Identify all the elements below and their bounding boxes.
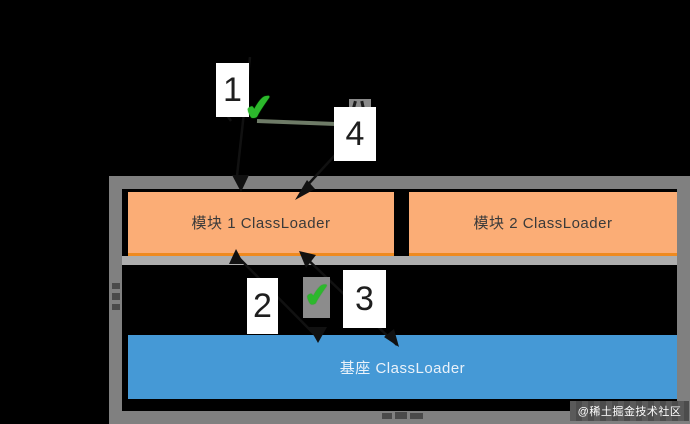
arrow-step3-head-down-icon — [384, 329, 399, 347]
olive-connector-line — [256, 119, 337, 126]
bottom-border-smudge — [410, 413, 423, 419]
left-border-smudge — [112, 283, 120, 289]
check-backdrop — [303, 277, 330, 318]
arrow-step3-head-up-icon — [299, 251, 316, 268]
arrow-step2-head-up-icon — [229, 249, 244, 264]
watermark: @稀土掘金技术社区 — [570, 401, 689, 421]
left-border-smudge — [112, 293, 120, 300]
bottom-border-smudge — [395, 412, 407, 419]
left-border-smudge — [112, 304, 120, 310]
arrow-step2-head-down-icon — [309, 327, 327, 343]
module1-classloader-box: 模块 1 ClassLoader — [128, 192, 394, 256]
label4-top-artifact — [349, 99, 371, 110]
watermark-text: @稀土掘金技术社区 — [577, 406, 682, 418]
arrow-step4-head-icon — [295, 180, 315, 200]
success-check-bottom-icon: ✔ — [302, 275, 333, 315]
step-4-number: 4 — [345, 114, 365, 153]
base-classloader-label: 基座 ClassLoader — [339, 359, 466, 377]
module2-classloader-box: 模块 2 ClassLoader — [409, 192, 677, 256]
base-classloader-box: 基座 ClassLoader — [128, 335, 677, 399]
module-shadow-strip — [122, 256, 677, 265]
step-4-label: 4 — [334, 107, 376, 161]
step-1-number: 1 — [223, 70, 242, 109]
bottom-border-smudge — [382, 413, 392, 419]
step-3-number: 3 — [355, 279, 374, 318]
step-2-label: 2 — [247, 278, 278, 334]
step-2-number: 2 — [253, 286, 272, 325]
step-1-label: 1 — [216, 63, 249, 117]
module1-classloader-label: 模块 1 ClassLoader — [191, 215, 331, 232]
module2-classloader-label: 模块 2 ClassLoader — [473, 215, 613, 232]
step-3-label: 3 — [343, 270, 386, 328]
arrow-step1-head-down-icon — [232, 175, 249, 192]
success-check-top-icon: ✔ — [241, 85, 277, 130]
